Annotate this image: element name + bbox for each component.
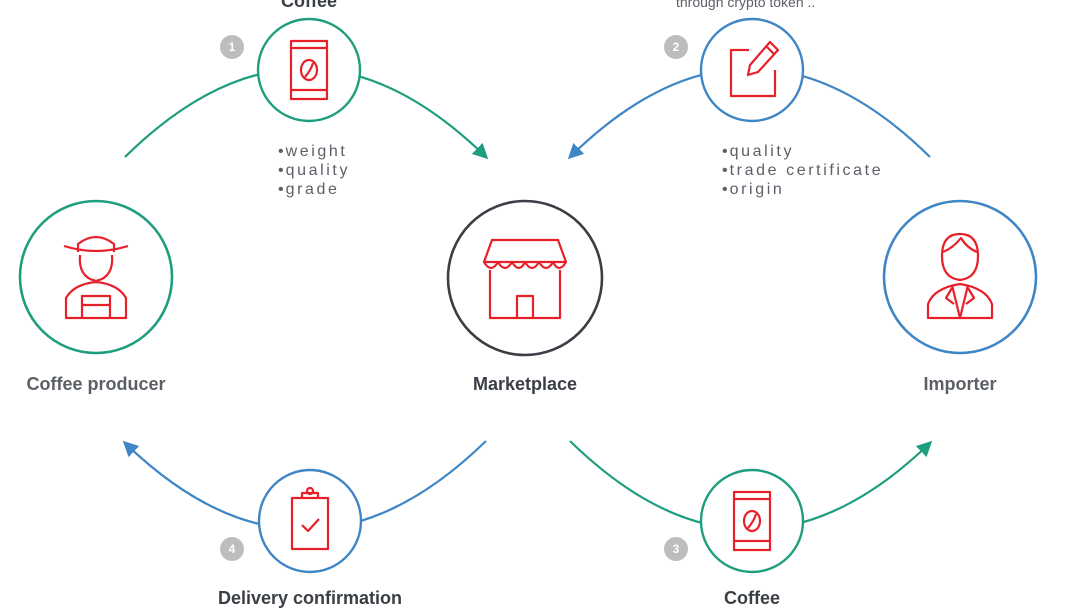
step-3-badge: 3 [664, 537, 688, 561]
step-1-circle [256, 17, 362, 123]
step-1-label: Coffee [280, 0, 337, 11]
importer-label: Importer [923, 374, 997, 394]
step-1-badge: 1 [220, 35, 244, 59]
step-3-label: Coffee [723, 588, 780, 608]
attribute-item: origin [722, 180, 883, 199]
step-4-circle [257, 468, 363, 574]
step-1-attributes: weight quality grade [278, 142, 350, 199]
step-2-label: through crypto token .. [676, 0, 816, 10]
attribute-item: weight [278, 142, 350, 161]
storefront-icon [482, 238, 568, 320]
step-3-circle [699, 468, 805, 574]
attribute-item: quality [278, 161, 350, 180]
producer-label: Coffee producer [26, 374, 166, 394]
coffee-bag-icon [732, 490, 772, 552]
coffee-bag-icon [289, 39, 329, 101]
step-4-label: Delivery confirmation [217, 588, 403, 608]
clipboard-check-icon [290, 486, 330, 551]
importer-node [882, 199, 1038, 355]
farmer-icon [63, 235, 129, 320]
attribute-item: quality [722, 142, 883, 161]
pen-paper-icon [729, 40, 780, 98]
step-4-badge: 4 [220, 537, 244, 561]
producer-node [18, 199, 174, 355]
step-2-badge: 2 [664, 35, 688, 59]
marketplace-label: Marketplace [472, 374, 578, 394]
step-2-circle [699, 17, 805, 123]
marketplace-node [446, 199, 604, 357]
businessman-icon [926, 232, 994, 320]
attribute-item: trade certificate [722, 161, 883, 180]
attribute-item: grade [278, 180, 350, 199]
step-2-attributes: quality trade certificate origin [722, 142, 883, 199]
